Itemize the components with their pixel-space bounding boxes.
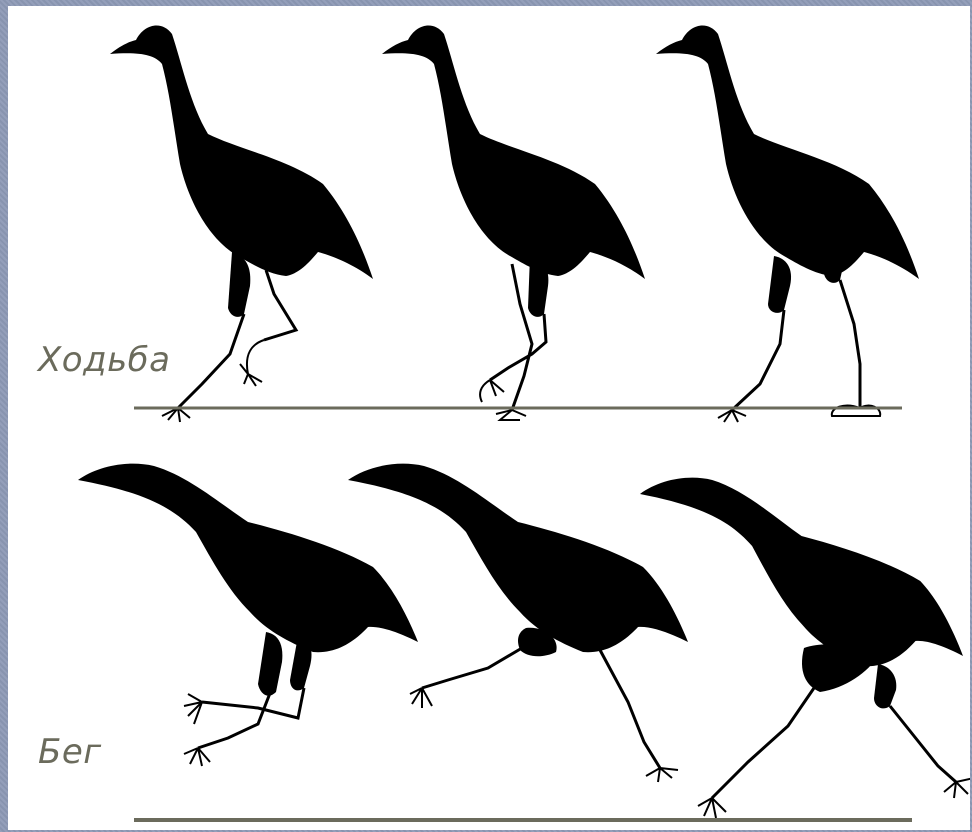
bird-gait-diagram bbox=[8, 6, 970, 830]
run-frame-3 bbox=[640, 478, 970, 818]
walk-label: Ходьба bbox=[38, 340, 170, 380]
walk-frame-3 bbox=[656, 25, 919, 422]
run-frame-1 bbox=[78, 464, 418, 766]
walk-frame-2 bbox=[382, 25, 645, 420]
diagram-panel: Ходьба Бег bbox=[8, 6, 970, 830]
run-label: Бег bbox=[38, 732, 102, 772]
